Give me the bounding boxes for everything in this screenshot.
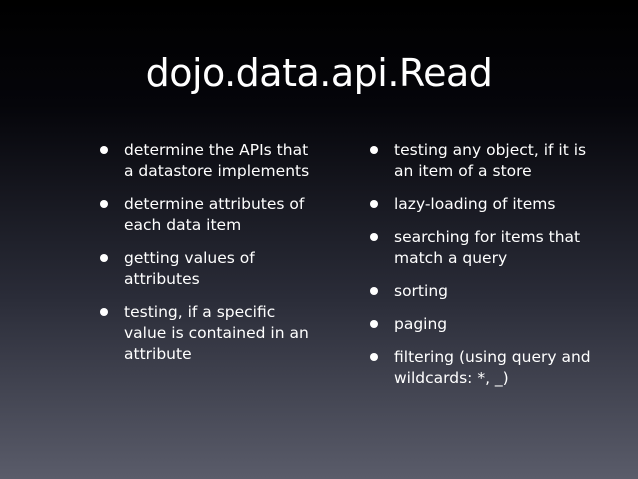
bullet-icon (100, 308, 108, 316)
right-bullet-list: testing any object, if it is an item of … (370, 140, 595, 401)
bullet-icon (100, 146, 108, 154)
bullet-text: filtering (using query and wildcards: *,… (394, 348, 591, 387)
bullet-item: testing, if a specific value is containe… (100, 302, 315, 365)
bullet-icon (100, 200, 108, 208)
left-bullet-list: determine the APIs that a datastore impl… (100, 140, 315, 377)
bullet-text: testing, if a specific value is containe… (124, 303, 309, 363)
bullet-text: testing any object, if it is an item of … (394, 141, 587, 180)
bullet-icon (100, 254, 108, 262)
bullet-item: paging (370, 314, 595, 335)
bullet-item: filtering (using query and wildcards: *,… (370, 347, 595, 389)
bullet-item: getting values of attributes (100, 248, 315, 290)
bullet-item: determine the APIs that a datastore impl… (100, 140, 315, 182)
bullet-text: searching for items that match a query (394, 228, 581, 267)
bullet-icon (370, 353, 378, 361)
bullet-text: getting values of attributes (124, 249, 255, 288)
bullet-item: sorting (370, 281, 595, 302)
bullet-icon (370, 146, 378, 154)
bullet-icon (370, 320, 378, 328)
bullet-icon (370, 200, 378, 208)
bullet-text: lazy-loading of items (394, 195, 556, 213)
bullet-text: paging (394, 315, 448, 333)
bullet-icon (370, 233, 378, 241)
bullet-text: sorting (394, 282, 448, 300)
slide-title: dojo.data.api.Read (145, 51, 493, 95)
bullet-icon (370, 287, 378, 295)
bullet-text: determine the APIs that a datastore impl… (124, 141, 310, 180)
bullet-text: determine attributes of each data item (124, 195, 305, 234)
bullet-item: testing any object, if it is an item of … (370, 140, 595, 182)
bullet-item: determine attributes of each data item (100, 194, 315, 236)
bullet-item: searching for items that match a query (370, 227, 595, 269)
bullet-item: lazy-loading of items (370, 194, 595, 215)
